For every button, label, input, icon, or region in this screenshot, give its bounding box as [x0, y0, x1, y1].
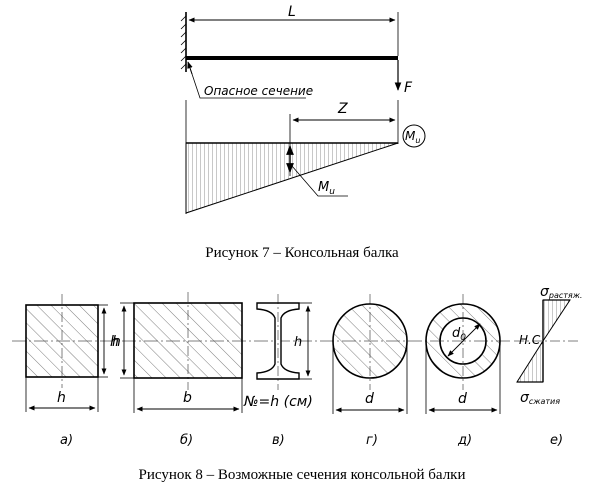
section-d-ring: d0 d д): [425, 294, 501, 448]
section-d-tag: д): [457, 433, 472, 448]
section-e-stress-diagram: σрастяж. Н.С. σсжатия е): [514, 284, 582, 448]
section-b-height-label: h: [112, 334, 121, 350]
figure-8-caption: Рисунок 8 – Возможные сечения консольной…: [138, 467, 466, 483]
section-v-number-label: №=h (см): [243, 394, 313, 410]
length-label: L: [288, 4, 296, 20]
section-b-rectangle: h b б): [112, 292, 243, 448]
section-v-tag: в): [272, 433, 285, 448]
section-g-diameter-label: d: [365, 391, 374, 407]
section-v-i-beam: h №=h (см) в): [243, 294, 313, 448]
moment-circle: [402, 124, 426, 148]
moment-diagram: [185, 142, 399, 214]
section-d-inner-dim: [447, 323, 481, 357]
section-d-diameter-label: d: [458, 391, 467, 407]
compression-label: σсжатия: [520, 390, 560, 406]
section-v-height-label: h: [294, 335, 302, 350]
neutral-axis-label: Н.С.: [519, 333, 544, 347]
compression-triangle: [516, 339, 544, 383]
danger-section-label: Опасное сечение: [204, 84, 313, 98]
section-b-tag: б): [180, 433, 193, 448]
z-label: Z: [337, 101, 348, 117]
section-a-width-label: h: [57, 390, 66, 406]
beam-body: [186, 56, 398, 60]
section-g-circle: d г): [332, 294, 408, 448]
tension-label: σрастяж.: [540, 284, 582, 300]
cantilever-beam-figure: L F Опасное сечение Z Mu Mu: [180, 4, 426, 214]
section-a-tag: а): [60, 433, 73, 448]
moment-leader: [291, 165, 348, 197]
section-a-height-label: h: [110, 334, 119, 350]
moment-circle-label: Mu: [405, 129, 420, 145]
moment-label: Mu: [318, 180, 335, 197]
section-d-inner-label: d0: [452, 326, 466, 343]
section-a-square: h h а): [25, 294, 119, 448]
force-label: F: [404, 80, 413, 96]
section-e-tag: е): [550, 433, 563, 448]
section-g-tag: г): [366, 433, 378, 448]
wall-hatching: [180, 15, 187, 70]
section-b-width-label: b: [183, 390, 192, 406]
figure-7-caption: Рисунок 7 – Консольная балка: [205, 245, 399, 261]
tension-triangle: [542, 299, 571, 343]
